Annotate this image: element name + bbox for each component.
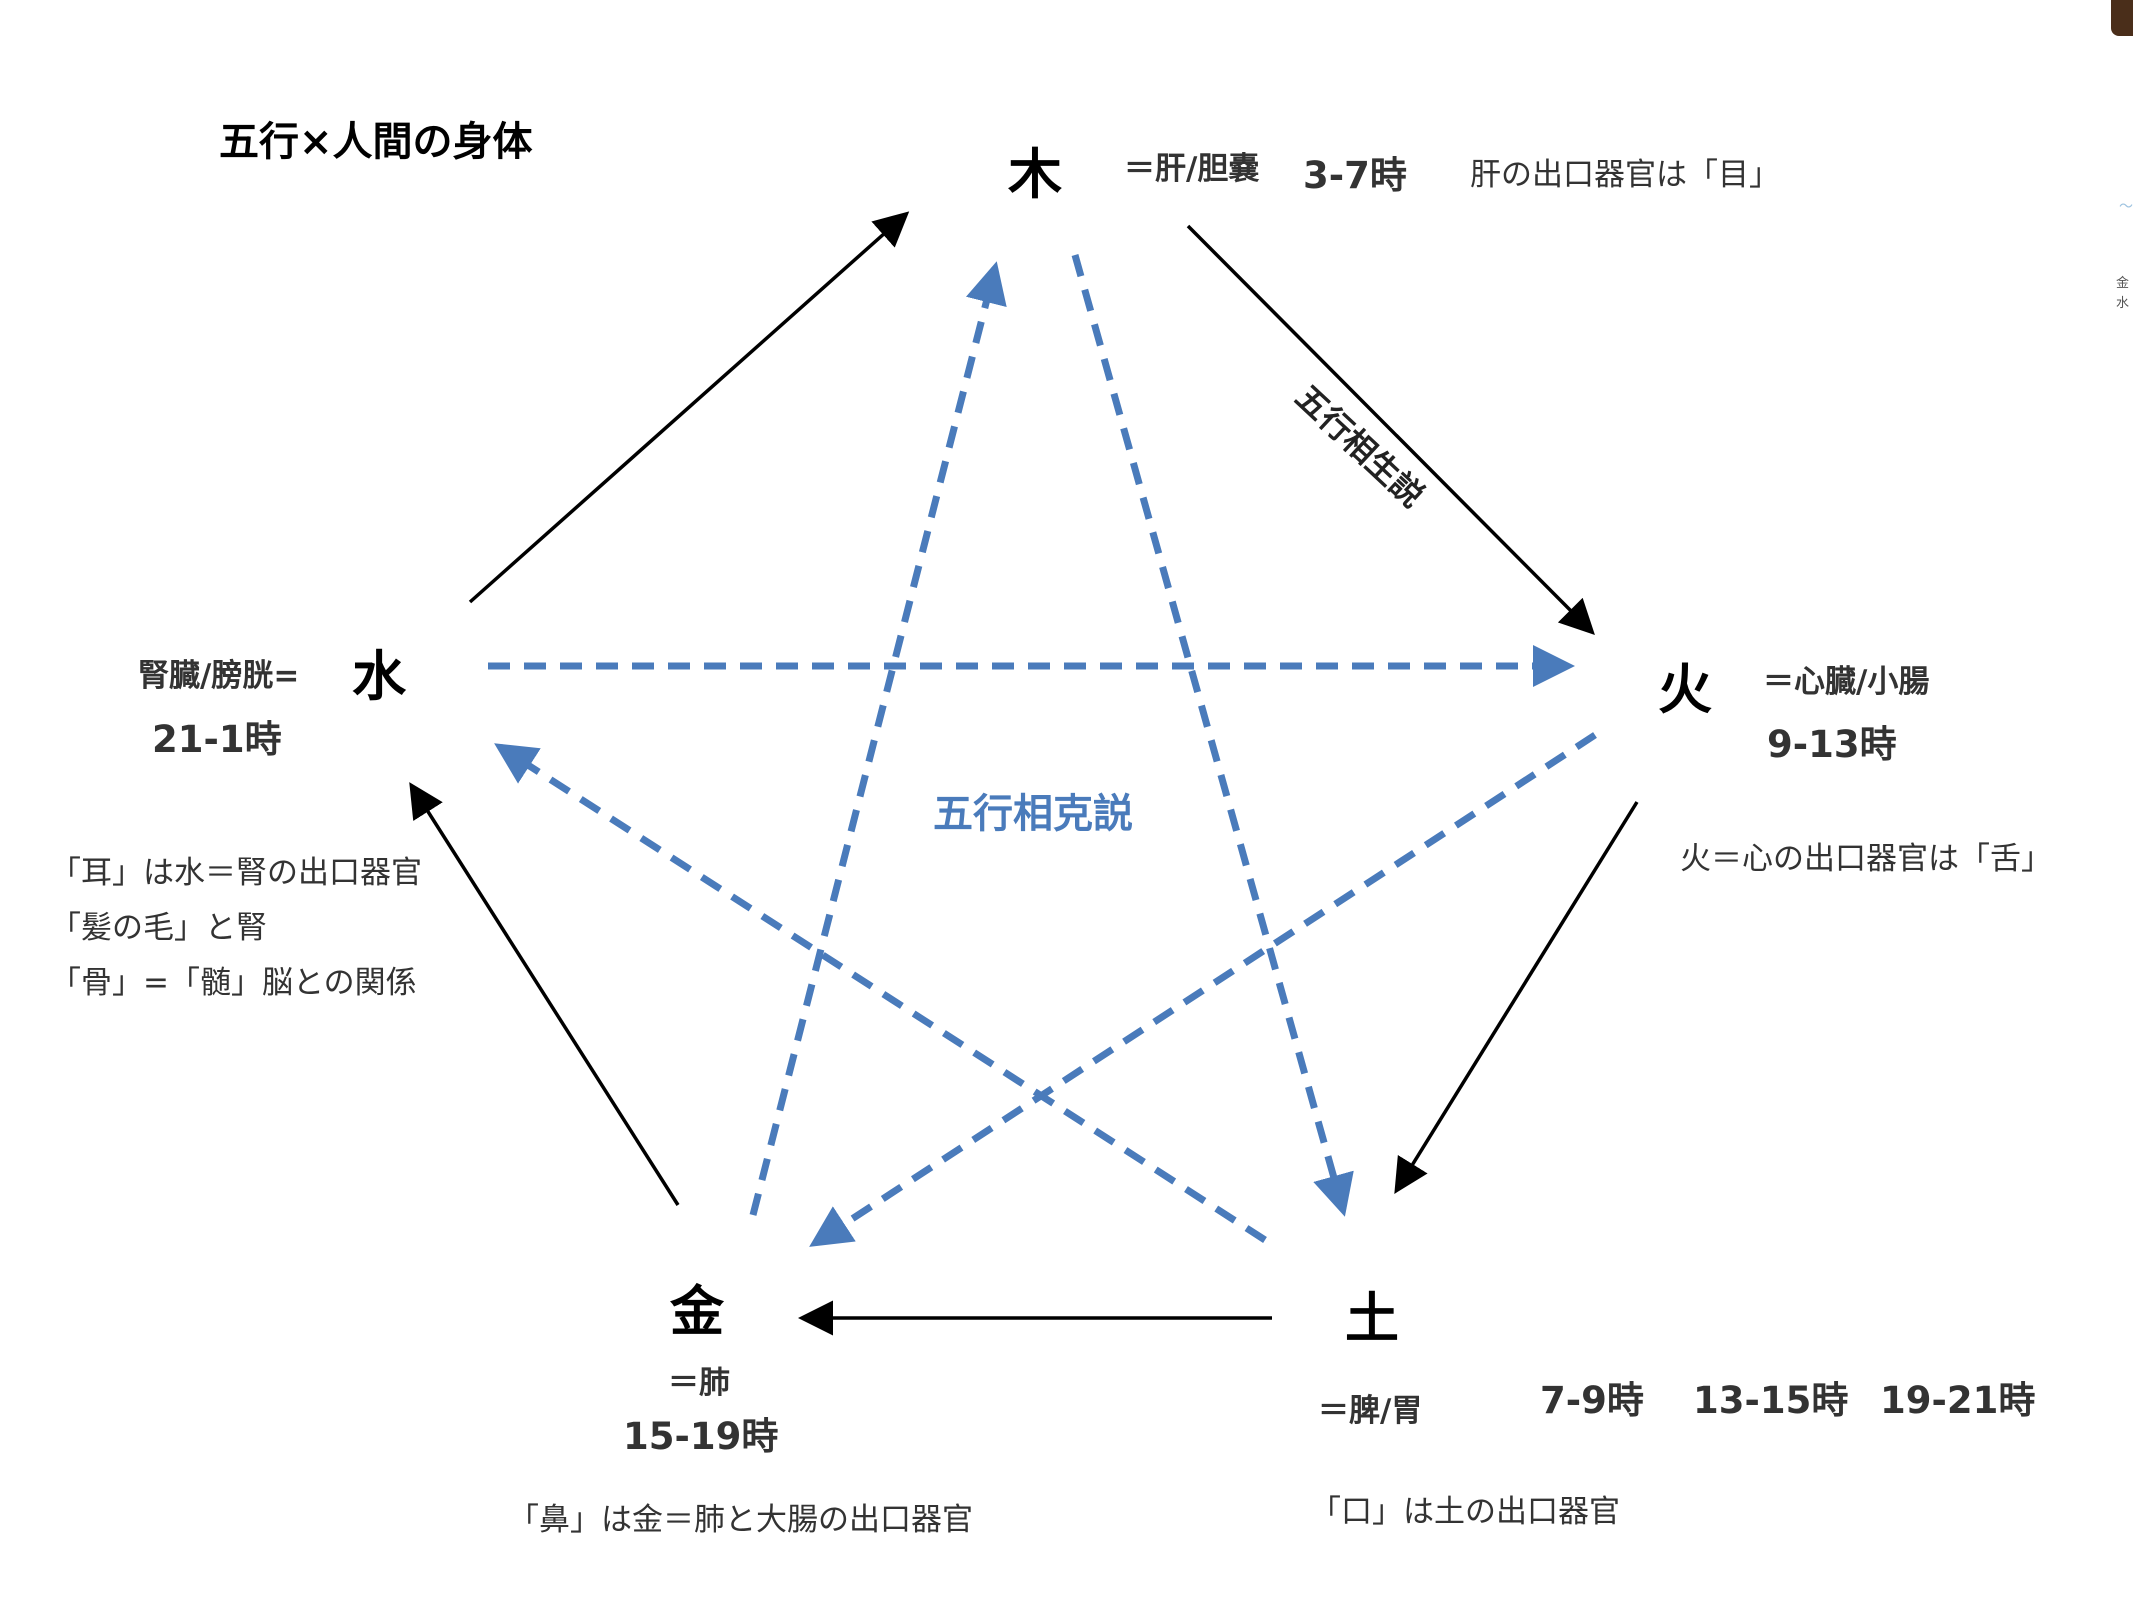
earth-time-3: 19-21時 bbox=[1880, 1379, 2036, 1422]
earth-time-1: 7-9時 bbox=[1540, 1379, 1644, 1422]
water-note-1: 「耳」は水＝腎の出口器官 bbox=[50, 855, 422, 891]
metal-time: 15-19時 bbox=[623, 1415, 779, 1458]
wood-note: 肝の出口器官は「目」 bbox=[1470, 157, 1780, 193]
fire-symbol: 火 bbox=[1658, 658, 1712, 721]
arrow-metal-to-water bbox=[409, 782, 680, 1206]
water-organ: 腎臓/膀胱= bbox=[138, 658, 300, 694]
earth-note: 「口」は土の出口器官 bbox=[1310, 1494, 1620, 1530]
water-symbol: 水 bbox=[352, 645, 406, 708]
page-title: 五行×人間の身体 bbox=[219, 119, 533, 165]
arrow-wood-to-earth bbox=[1071, 254, 1354, 1217]
arrow-metal-to-wood bbox=[749, 261, 1007, 1216]
metal-note: 「鼻」は金＝肺と大腸の出口器官 bbox=[508, 1502, 973, 1538]
arrow-water-to-wood bbox=[468, 211, 910, 604]
edge-wave-fragment: 〜 bbox=[2119, 199, 2133, 215]
water-time: 21-1時 bbox=[152, 718, 282, 761]
water-note-2: 「髪の毛」と腎 bbox=[50, 910, 267, 946]
controlling-cycle-label: 五行相克説 bbox=[933, 791, 1133, 837]
metal-symbol: 金 bbox=[670, 1280, 724, 1343]
edge-text-fragment-1: 金 bbox=[2115, 276, 2129, 291]
wood-time: 3-7時 bbox=[1303, 154, 1407, 197]
arrow-wood-to-fire bbox=[1186, 224, 1595, 635]
wood-organ: ＝肝/胆嚢 bbox=[1124, 151, 1260, 187]
arrow-earth-to-water bbox=[494, 743, 1267, 1243]
fire-organ: ＝心臓/小腸 bbox=[1763, 664, 1930, 700]
water-note-3: 「骨」=「髄」脳との関係 bbox=[50, 965, 417, 1001]
arrow-fire-to-earth bbox=[1394, 801, 1639, 1194]
arrow-fire-to-metal bbox=[809, 732, 1597, 1247]
fire-note: 火＝心の出口器官は「舌」 bbox=[1680, 841, 2052, 877]
edge-text-fragment-2: 水 bbox=[2115, 296, 2129, 311]
earth-time-2: 13-15時 bbox=[1693, 1379, 1849, 1422]
earth-symbol: 土 bbox=[1345, 1287, 1399, 1350]
wood-symbol: 木 bbox=[1008, 143, 1062, 206]
earth-organ: ＝脾/胃 bbox=[1318, 1393, 1423, 1429]
metal-organ: ＝肺 bbox=[668, 1365, 730, 1401]
fire-time: 9-13時 bbox=[1767, 723, 1897, 766]
edge-thumbnail-fragment bbox=[2111, 0, 2133, 36]
